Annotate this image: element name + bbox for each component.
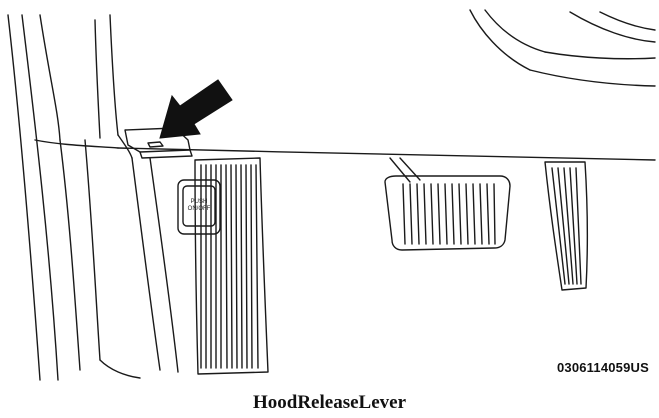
pointer-arrow <box>159 79 233 139</box>
switch-label-push: PUSH <box>191 199 208 205</box>
dash-lower-panel <box>117 9 656 161</box>
hood-release-figure: PUSH ON/OFF <box>7 9 656 381</box>
figure-caption: HoodReleaseLever <box>252 392 406 413</box>
left-pedal <box>194 157 269 375</box>
parking-brake-switch <box>177 179 221 235</box>
door-frame <box>7 14 141 381</box>
brake-pedal <box>384 157 511 251</box>
hood-release-illustration: PUSH ON/OFF <box>7 9 656 381</box>
switch-label-onoff: ON/OFF <box>188 206 211 212</box>
accelerator-pedal <box>544 161 589 291</box>
kick-panel <box>131 157 179 373</box>
figure-code: 0306114059US <box>556 360 649 375</box>
